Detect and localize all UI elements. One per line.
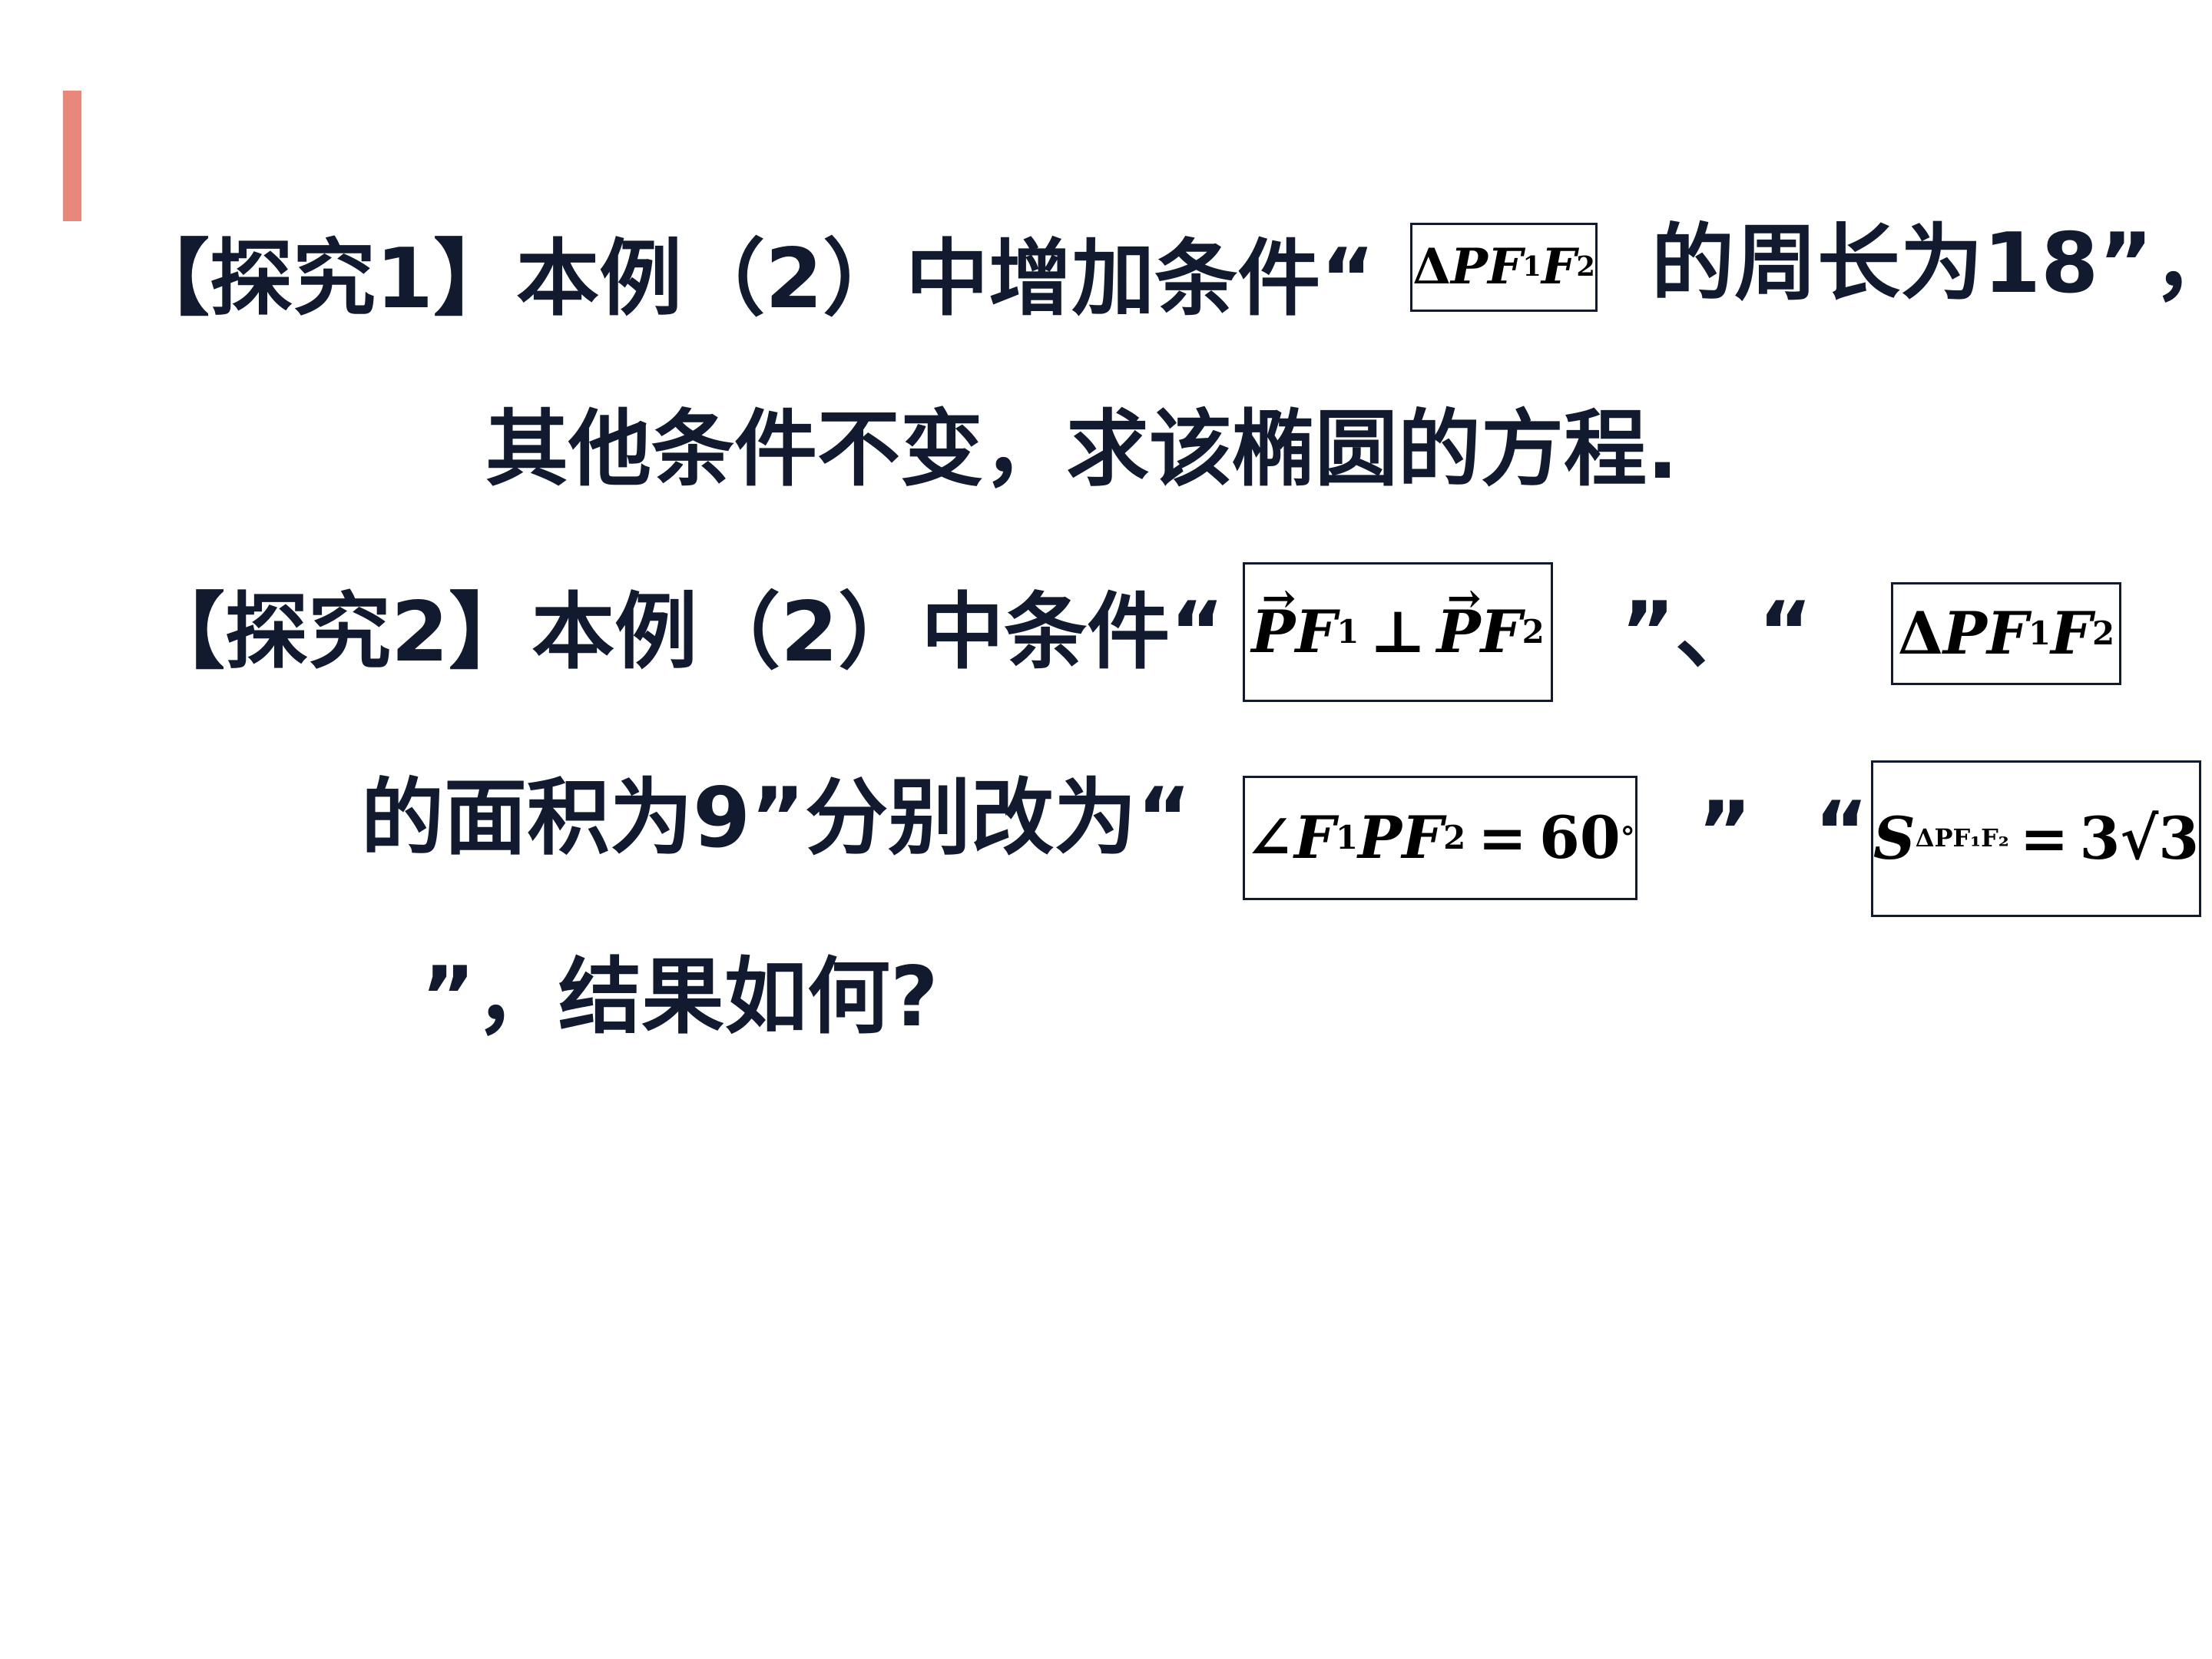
explore1-second-line: 其他条件不变，求该椭圆的方程. xyxy=(485,402,1679,498)
explore2-final-line: ”，结果如何? xyxy=(421,949,939,1045)
accent-bar xyxy=(63,91,81,221)
explore2-open-quote: “ xyxy=(1814,784,1869,880)
explore2-close-quote: ” xyxy=(1697,784,1752,880)
explore2-mid-quotes: ”、“ xyxy=(1621,584,1813,680)
explore1-label: 【探究1】本例（2）中增加条件“ xyxy=(127,231,1376,327)
explore2-label: 【探究2】本例（2）中条件“ xyxy=(142,584,1225,680)
explore2-area-label: 的面积为9”分别改为“ xyxy=(361,770,1192,866)
explore1-after-text: 的周长为18”， xyxy=(1651,216,2212,312)
